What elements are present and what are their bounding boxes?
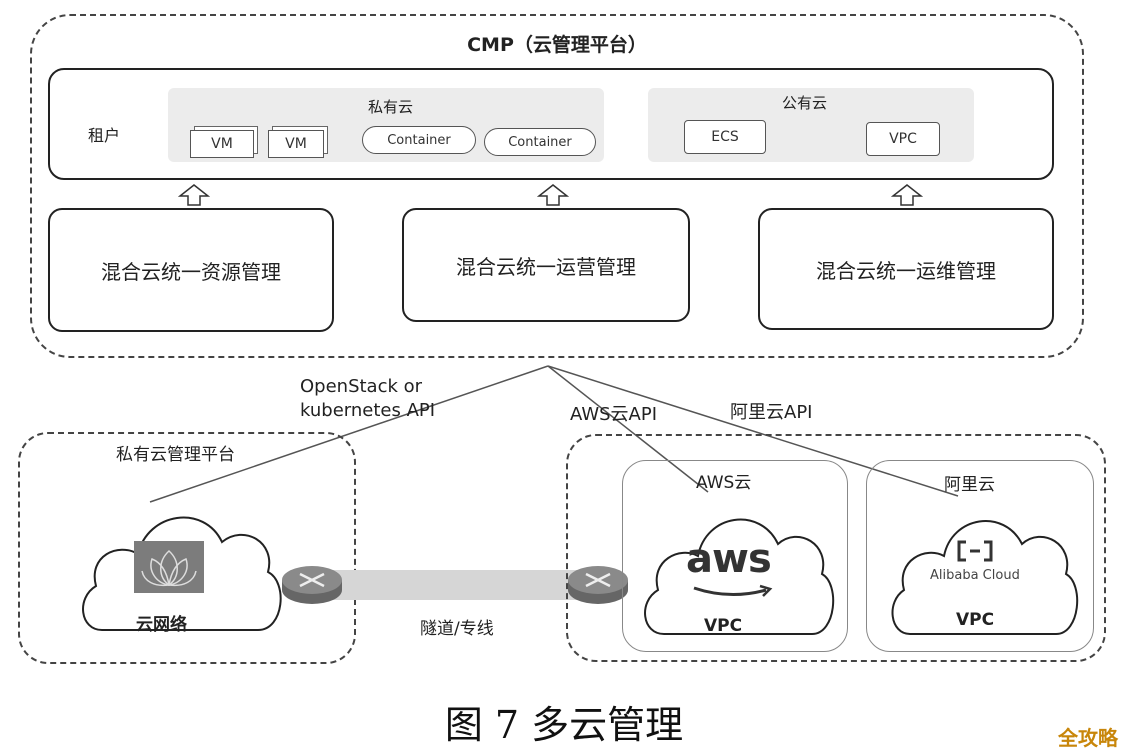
openstack-api-label-1: OpenStack or <box>300 376 423 397</box>
container-1: Container <box>362 126 476 154</box>
alibaba-cloud-logo-icon <box>957 540 993 562</box>
cloud-icon <box>891 520 1079 635</box>
tenant-label: 租户 <box>88 126 121 145</box>
router-icon <box>568 566 628 604</box>
watermark: 全攻略 <box>1058 726 1118 750</box>
aws-smile-icon <box>693 584 773 597</box>
public-clouds-frame <box>566 434 1106 662</box>
aliyun-cloud-frame <box>866 460 1094 652</box>
aliyun-api-label: 阿里云API <box>730 402 813 423</box>
aws-vpc-label: VPC <box>704 616 743 636</box>
aws-api-label: AWS云API <box>570 404 658 425</box>
up-arrow-icon <box>537 184 569 206</box>
openstack-api-label-2: kubernetes API <box>300 400 436 421</box>
private-platform-title: 私有云管理平台 <box>116 445 235 465</box>
cmp-frame <box>30 14 1084 358</box>
aws-logo-icon: aws <box>686 536 772 582</box>
aliyun-cloud-title: 阿里云 <box>944 475 995 495</box>
alibaba-cloud-text: Alibaba Cloud <box>930 568 1020 583</box>
container-2: Container <box>484 128 596 156</box>
aws-cloud-frame <box>622 460 848 652</box>
up-arrow-icon <box>178 184 210 206</box>
tunnel-label: 隧道/专线 <box>420 619 494 639</box>
cloud-icon <box>644 518 835 635</box>
aliyun-vpc-label: VPC <box>956 610 995 630</box>
figure-caption: 图 7 多云管理 <box>444 703 684 747</box>
private-cloud-title: 私有云 <box>368 98 414 116</box>
aws-cloud-title: AWS云 <box>696 473 752 493</box>
resource-management-box: 混合云统一资源管理 <box>48 208 334 332</box>
router-icon <box>282 566 342 604</box>
vpc-logo-icon <box>134 541 204 593</box>
vpc-box: VPC <box>866 122 940 156</box>
public-cloud-title: 公有云 <box>782 94 828 112</box>
vm-box-1: VM <box>190 130 254 158</box>
cloud-network-label: 云网络 <box>136 615 187 635</box>
aws-api-line <box>547 365 709 493</box>
tunnel-bar <box>312 570 600 600</box>
maintenance-management-box: 混合云统一运维管理 <box>758 208 1054 330</box>
operation-management-box: 混合云统一运营管理 <box>402 208 690 322</box>
up-arrow-icon <box>891 184 923 206</box>
cmp-title: CMP（云管理平台） <box>467 34 647 56</box>
ecs-box: ECS <box>684 120 766 154</box>
vm-box-2: VM <box>268 130 324 158</box>
private-platform-frame <box>18 432 356 664</box>
openstack-api-line <box>149 365 549 503</box>
